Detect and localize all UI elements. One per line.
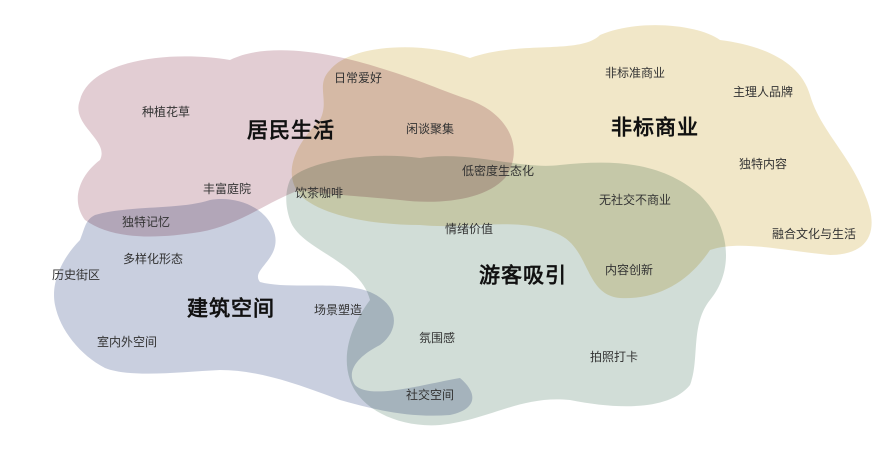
keyword-label: 低密度生态化 bbox=[461, 164, 535, 178]
keyword-label: 饮茶咖啡 bbox=[294, 186, 344, 200]
keyword-label: 闲谈聚集 bbox=[405, 122, 455, 136]
keyword-label: 主理人品牌 bbox=[732, 85, 794, 99]
keyword-label: 室内外空间 bbox=[96, 335, 158, 349]
keyword-label: 独特内容 bbox=[738, 157, 788, 171]
architecture-blob bbox=[54, 199, 473, 416]
keyword-label: 氛围感 bbox=[418, 331, 456, 345]
keyword-label: 社交空间 bbox=[405, 388, 455, 402]
keyword-label: 日常爱好 bbox=[333, 71, 383, 85]
keyword-label: 情绪价值 bbox=[444, 222, 494, 236]
keyword-label: 独特记忆 bbox=[121, 215, 171, 229]
keyword-label: 历史街区 bbox=[51, 268, 101, 282]
keyword-label: 融合文化与生活 bbox=[771, 227, 857, 241]
resident-title: 居民生活 bbox=[247, 118, 335, 143]
commerce-title: 非标商业 bbox=[611, 115, 699, 140]
keyword-label: 无社交不商业 bbox=[598, 193, 672, 207]
tourist-title: 游客吸引 bbox=[479, 263, 567, 288]
tourist-blob bbox=[286, 155, 727, 426]
keyword-label: 场景塑造 bbox=[313, 303, 363, 317]
keyword-label: 拍照打卡 bbox=[589, 350, 639, 364]
keyword-label: 非标准商业 bbox=[604, 66, 666, 80]
keyword-label: 丰富庭院 bbox=[202, 182, 252, 196]
keyword-label: 多样化形态 bbox=[122, 252, 184, 266]
architecture-title: 建筑空间 bbox=[187, 296, 275, 321]
keyword-label: 内容创新 bbox=[604, 263, 654, 277]
keyword-label: 种植花草 bbox=[141, 105, 191, 119]
